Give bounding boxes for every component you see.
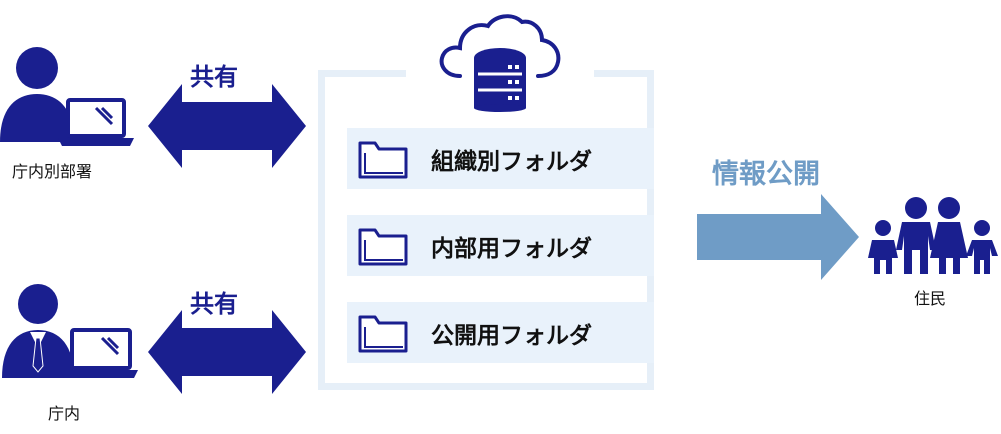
department-label: 庁内別部署 xyxy=(12,162,93,181)
folder-label: 公開用フォルダ xyxy=(431,322,592,349)
folder-icon xyxy=(358,228,408,265)
folder-item-organization[interactable]: 組織別フォルダ xyxy=(347,128,654,189)
share-double-arrow-bottom xyxy=(148,310,306,394)
person-laptop-icon xyxy=(0,47,134,146)
share-double-arrow-top xyxy=(148,84,306,168)
publish-arrow xyxy=(697,194,859,280)
publish-label: 情報公開 xyxy=(712,159,820,190)
folder-icon xyxy=(358,141,408,178)
folder-label: 内部用フォルダ xyxy=(431,235,592,262)
businessman-laptop-icon xyxy=(2,284,138,378)
share-label-bottom: 共有 xyxy=(190,290,238,318)
family-icon xyxy=(868,197,998,274)
residents-label: 住民 xyxy=(914,289,947,308)
folder-item-internal[interactable]: 内部用フォルダ xyxy=(347,215,654,276)
share-label-top: 共有 xyxy=(190,63,238,91)
folder-icon xyxy=(358,315,408,352)
agency-label: 庁内 xyxy=(48,404,81,423)
cloud-database-icon xyxy=(439,14,561,112)
folder-item-public[interactable]: 公開用フォルダ xyxy=(347,302,654,363)
folder-label: 組織別フォルダ xyxy=(431,148,592,175)
